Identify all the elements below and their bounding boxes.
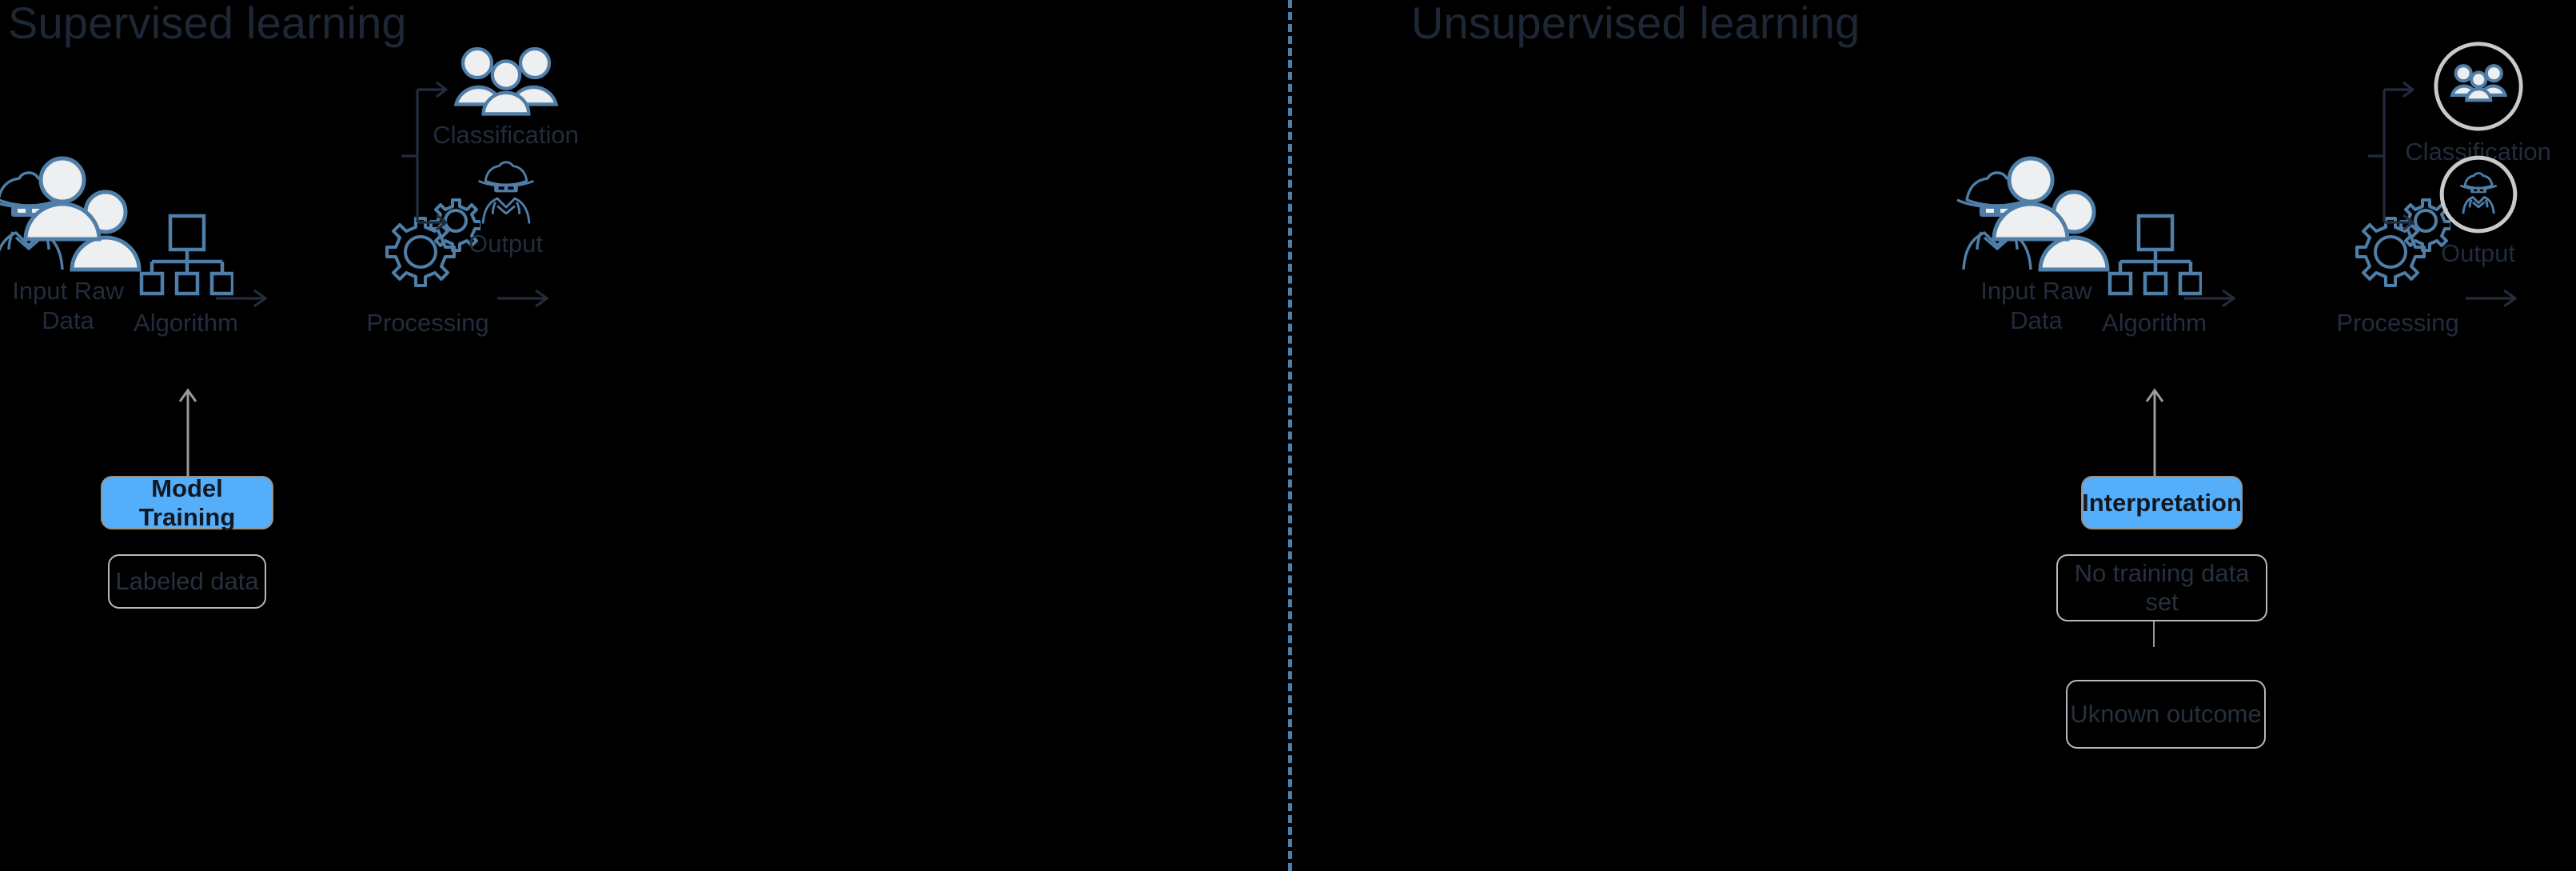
stage-node-classification: Classification: [2376, 40, 2576, 167]
box-unknown-outcome-label: Uknown outcome: [2070, 700, 2262, 728]
box-model-training[interactable]: Model Training: [101, 473, 273, 531]
connector-no-training-to-unknown: [2153, 621, 2155, 647]
people-group-icon: [453, 46, 558, 116]
spy-icon: [2439, 155, 2517, 234]
stage-caption-algorithm: Algorithm: [2102, 309, 2207, 337]
box-no-training-data-set-label: No training data set: [2074, 559, 2250, 616]
panel-unsupervised-learning: Unsupervised learning: [1289, 0, 2576, 871]
vertical-dashed-divider: [1288, 0, 1292, 871]
panel-title-unsupervised: Unsupervised learning: [1411, 0, 1860, 48]
arrow-input-to-algorithm: [216, 289, 268, 308]
spy-icon: [477, 161, 534, 224]
box-interpretation-label: Interpretation: [2082, 488, 2242, 517]
stage-caption-processing: Processing: [2336, 309, 2459, 337]
box-model-training-label: Model Training: [138, 473, 236, 531]
circle-ring-icon: [2439, 155, 2517, 234]
stage-node-processing: Processing: [248, 192, 608, 338]
arrow-input-to-algorithm: [2184, 289, 2236, 308]
box-unknown-outcome[interactable]: Uknown outcome: [2066, 680, 2266, 749]
stage-caption-algorithm: Algorithm: [134, 309, 238, 337]
panel-title-supervised: Supervised learning: [8, 0, 407, 48]
stage-caption-input-raw-data: Input Raw Data: [12, 277, 124, 334]
hierarchy-chart-icon: [2107, 214, 2202, 296]
stage-caption-output: Output: [468, 230, 544, 258]
hierarchy-chart-icon: [139, 214, 233, 296]
circle-ring-icon: [2433, 42, 2523, 131]
stage-node-input-raw-data: Input Raw Data: [1920, 156, 2152, 335]
stage-node-classification: Classification: [404, 44, 608, 150]
fork-processing-to-outputs: [2368, 81, 2415, 231]
box-no-training-data-set[interactable]: No training data set: [2056, 554, 2267, 621]
people-with-spy-icon: [1956, 156, 2110, 272]
stage-node-output: Output: [2376, 154, 2576, 269]
stage-node-input-raw-data: Input Raw Data: [0, 156, 184, 335]
people-group-icon: [2433, 42, 2523, 131]
box-labeled-data[interactable]: Labeled data: [108, 554, 266, 609]
stage-caption-output: Output: [2440, 239, 2516, 267]
arrow-algorithm-to-processing: [2466, 289, 2518, 308]
stage-node-output: Output: [404, 156, 608, 259]
stage-node-algorithm: Algorithm: [100, 212, 272, 338]
stage-caption-classification: Classification: [433, 121, 579, 149]
stage-caption-processing: Processing: [366, 309, 489, 337]
gears-icon: [2355, 198, 2450, 287]
stage-caption-classification: Classification: [2405, 138, 2551, 166]
stage-node-algorithm: Algorithm: [2068, 212, 2240, 338]
box-interpretation[interactable]: Interpretation: [2081, 476, 2243, 529]
arrow-training-up-to-algorithm: [178, 388, 197, 478]
arrow-interpretation-up-to-algorithm: [2145, 388, 2164, 478]
arrow-algorithm-to-processing: [497, 289, 549, 308]
fork-processing-to-outputs: [401, 81, 448, 231]
stage-caption-input-raw-data: Input Raw Data: [1980, 277, 2092, 334]
panel-supervised-learning: Supervised learning: [0, 0, 608, 609]
people-with-spy-icon: [0, 156, 142, 272]
stage-node-processing: Processing: [2218, 192, 2576, 338]
box-labeled-data-label: Labeled data: [115, 567, 259, 595]
